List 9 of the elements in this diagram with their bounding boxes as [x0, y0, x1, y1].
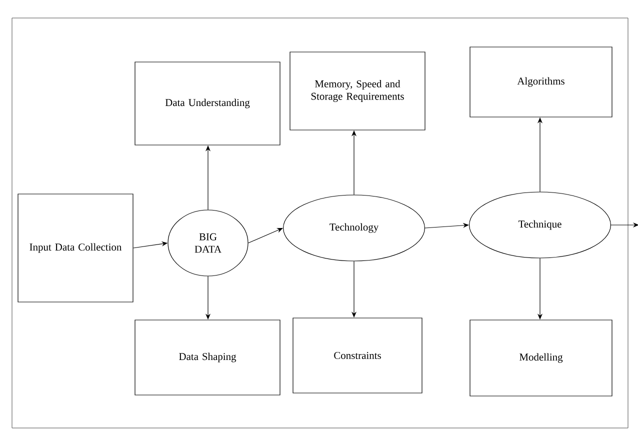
process-box: Data Understanding [134, 62, 280, 146]
process-box: Data Shaping [134, 320, 280, 396]
arrow [248, 228, 283, 244]
process-box: Input Data Collection [18, 194, 134, 302]
arrow [424, 222, 469, 228]
process-box: Constraints [292, 318, 422, 394]
process-box: Algorithms [470, 46, 612, 118]
process-box: Memory, Speed and Storage Requirements [290, 52, 426, 130]
process-box: Modelling [470, 320, 612, 396]
